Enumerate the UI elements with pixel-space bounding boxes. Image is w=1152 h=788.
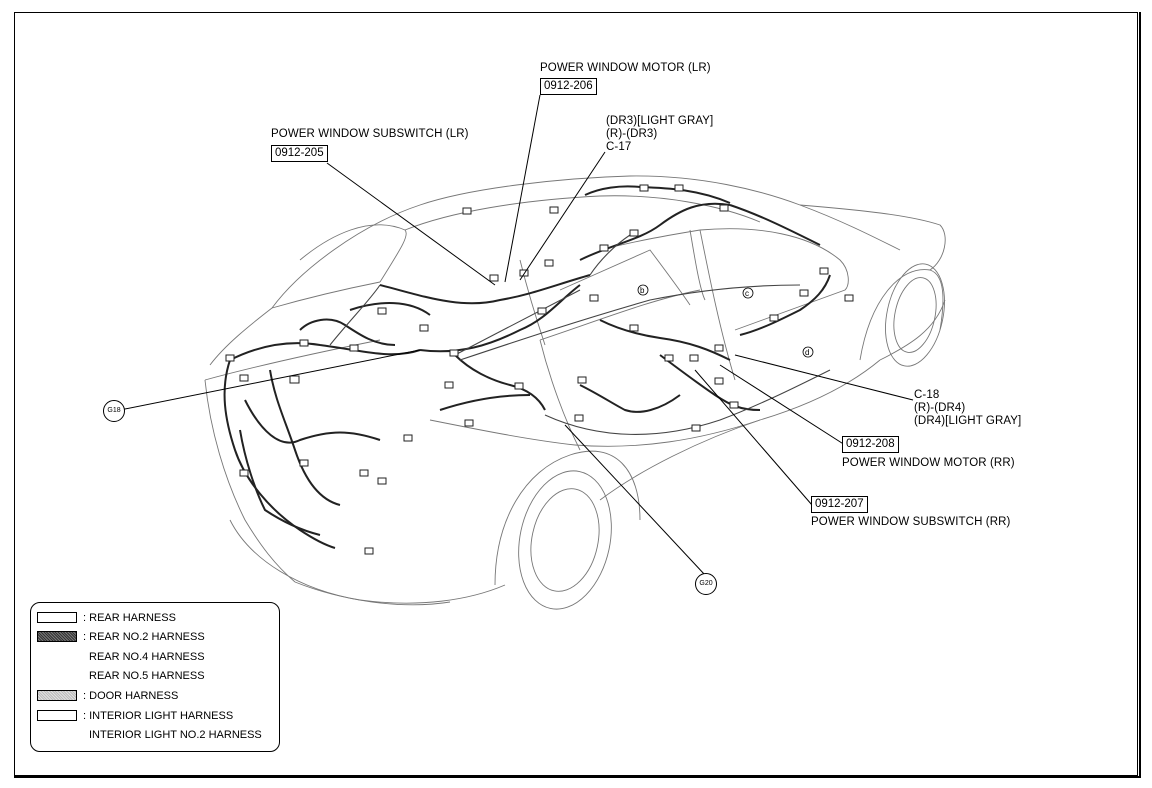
c18-line1: C-18 [914, 389, 940, 401]
frame-shadow-right [1139, 12, 1141, 778]
point-label-c: c [745, 289, 749, 298]
point-label-d: d [805, 348, 809, 357]
ground-g20: G20 [695, 573, 717, 595]
point-circles [637, 284, 814, 358]
ground-g18: G18 [103, 400, 125, 422]
legend-label: REAR HARNESS [89, 612, 176, 624]
legend-label: REAR NO.5 HARNESS [89, 670, 205, 682]
c18-line3: (DR4)[LIGHT GRAY] [914, 415, 1022, 427]
legend-label: INTERIOR LIGHT NO.2 HARNESS [89, 729, 262, 741]
pw-motor-rr-title: POWER WINDOW MOTOR (RR) [842, 457, 1015, 469]
car-body-outline [204, 175, 946, 610]
c17-line1: (DR3)[LIGHT GRAY] [606, 115, 714, 127]
legend-label: INTERIOR LIGHT HARNESS [89, 710, 234, 722]
pw-subswitch-lr-title: POWER WINDOW SUBSWITCH (LR) [271, 128, 469, 140]
connectors [225, 184, 854, 555]
legend-label: REAR NO.4 HARNESS [89, 651, 205, 663]
legend-swatch-rear [37, 612, 77, 623]
c17-line2: (R)-(DR3) [606, 128, 658, 140]
leader-lines [119, 94, 914, 576]
door-harness-wires [329, 234, 831, 435]
legend-label: REAR NO.2 HARNESS [89, 631, 205, 643]
point-label-b: b [640, 286, 645, 295]
rear-harness-wires [223, 185, 831, 549]
legend-swatch-door [37, 690, 77, 701]
c18-line2: (R)-(DR4) [914, 402, 966, 414]
pw-subswitch-lr-code[interactable]: 0912-205 [271, 145, 328, 162]
legend-swatch-interior [37, 710, 77, 721]
c17-line3: C-17 [606, 141, 632, 153]
pw-subswitch-rr-code[interactable]: 0912-207 [811, 496, 868, 513]
legend-swatch-rear2 [37, 631, 77, 642]
pw-motor-lr-title: POWER WINDOW MOTOR (LR) [540, 62, 711, 74]
pw-motor-lr-code[interactable]: 0912-206 [540, 78, 597, 95]
frame-shadow-bottom [14, 776, 1141, 778]
harness-legend: : REAR HARNESS : REAR NO.2 HARNESS REAR … [30, 602, 280, 752]
diagram-frame [14, 12, 1138, 776]
pw-subswitch-rr-title: POWER WINDOW SUBSWITCH (RR) [811, 516, 1011, 528]
pw-motor-rr-code[interactable]: 0912-208 [842, 436, 899, 453]
legend-label: DOOR HARNESS [89, 690, 179, 702]
